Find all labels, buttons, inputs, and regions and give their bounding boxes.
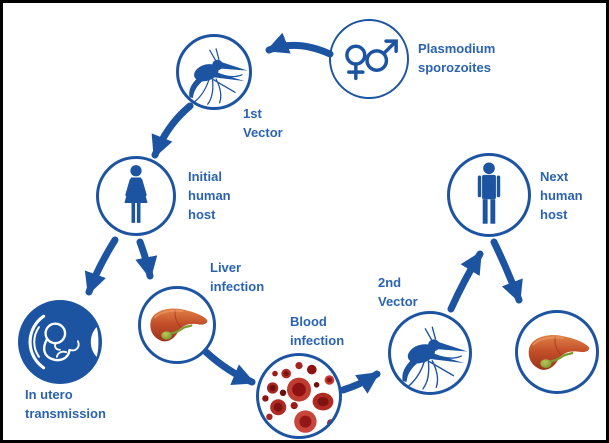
label-initial-human-host: Initial human host — [188, 169, 231, 222]
node-next-host-liver — [515, 310, 599, 394]
arrow-sporozoites-to-first-vector — [265, 32, 334, 58]
label-next-human-host: Next human host — [540, 169, 583, 222]
label-plasmodium-sporozoites: Plasmodium sporozoites — [418, 41, 496, 75]
arrow-liver-to-blood — [202, 348, 256, 386]
arrow-first-vector-to-initial-host — [151, 102, 194, 159]
liver-icon — [522, 329, 592, 376]
arrow-initial-host-to-liver — [135, 238, 158, 280]
liver-icon — [144, 303, 210, 347]
label-first-vector: 1st Vector — [243, 106, 283, 140]
red-blood-cells-icon — [259, 355, 339, 437]
mosquito-icon — [391, 314, 469, 392]
arrow-second-vector-to-next-host — [447, 250, 484, 313]
node-initial-human-host — [96, 156, 176, 236]
node-plasmodium-sporozoites — [329, 19, 409, 99]
woman-figure-icon — [115, 164, 157, 228]
node-next-human-host — [447, 153, 531, 237]
node-first-vector — [176, 34, 252, 110]
label-in-utero-transmission: In utero transmission — [25, 387, 106, 421]
arrow-blood-to-second-vector — [339, 370, 381, 394]
man-figure-icon — [467, 162, 511, 228]
mosquito-icon — [179, 36, 249, 108]
label-second-vector: 2nd Vector — [378, 275, 418, 309]
fetus-icon — [21, 300, 99, 384]
arrow-initial-host-to-in-utero — [84, 236, 119, 296]
male-female-symbols-icon — [338, 34, 400, 84]
node-blood-infection — [256, 353, 342, 439]
arrow-next-host-to-liver — [490, 238, 523, 304]
node-liver-infection — [138, 286, 216, 364]
node-second-vector — [388, 311, 472, 395]
label-blood-infection: Blood infection — [290, 314, 345, 348]
node-in-utero-transmission — [18, 300, 102, 384]
label-liver-infection: Liver infection — [210, 260, 265, 294]
